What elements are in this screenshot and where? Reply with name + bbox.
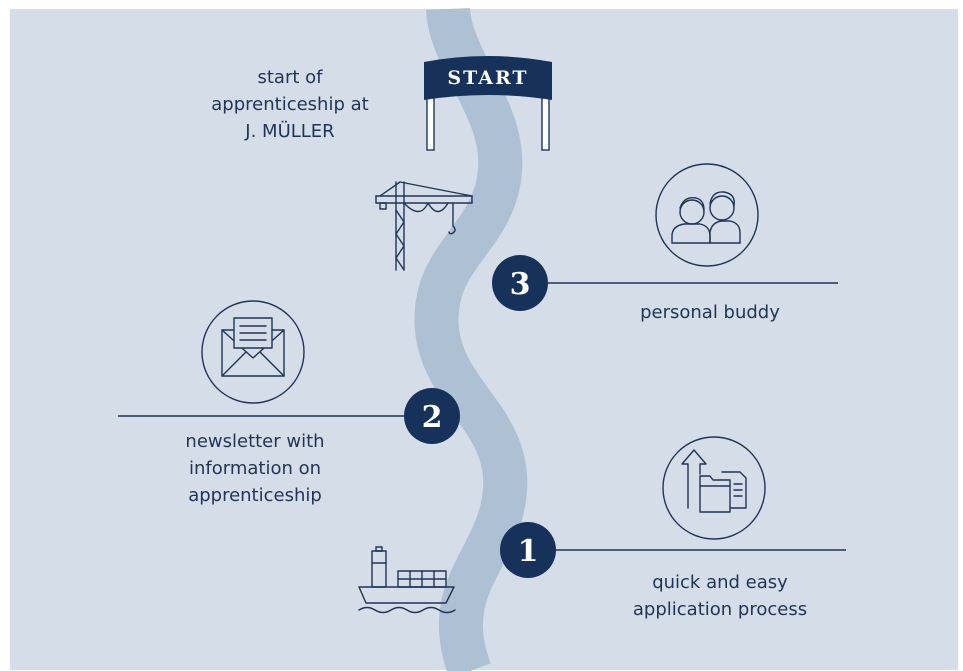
step-1-label-line-2: application process [632, 599, 808, 620]
start-label-line-2: apprenticeship at [211, 94, 369, 115]
step-3-icon-circle [655, 163, 759, 267]
step-3-number: 3 [510, 267, 531, 302]
start-label-line-1: start of [257, 67, 323, 88]
envelope-newsletter-icon [221, 317, 285, 377]
container-ship-icon [358, 546, 456, 614]
start-gate-icon: START [424, 56, 552, 151]
two-people-icon [671, 191, 741, 244]
step-1-icon-circle [662, 436, 766, 540]
start-label-line-3: J. MÜLLER [245, 121, 335, 142]
step-3-label: personal buddy [590, 299, 830, 326]
step-3-badge [492, 255, 548, 311]
step-1-label: quick and easy application process [590, 569, 850, 623]
step-2-badge [404, 388, 460, 444]
crane-icon [375, 181, 473, 271]
step-2-label: newsletter with information on apprentic… [140, 428, 370, 509]
step-2-label-line-1: newsletter with [185, 431, 325, 452]
step-1-number: 1 [518, 534, 539, 569]
step-2-icon-circle [201, 300, 305, 404]
step-3-label-line-1: personal buddy [640, 302, 780, 323]
river-path [414, 6, 528, 671]
step-2-number: 2 [422, 400, 443, 435]
upload-documents-icon [681, 449, 747, 513]
step-1-badge [500, 522, 556, 578]
step-2-label-line-2: information on [188, 458, 322, 479]
start-label: start of apprenticeship at J. MÜLLER [180, 64, 400, 145]
start-banner-text: START [447, 67, 528, 89]
step-1-label-line-1: quick and easy [652, 572, 788, 593]
step-2-label-line-3: apprenticeship [188, 485, 322, 506]
